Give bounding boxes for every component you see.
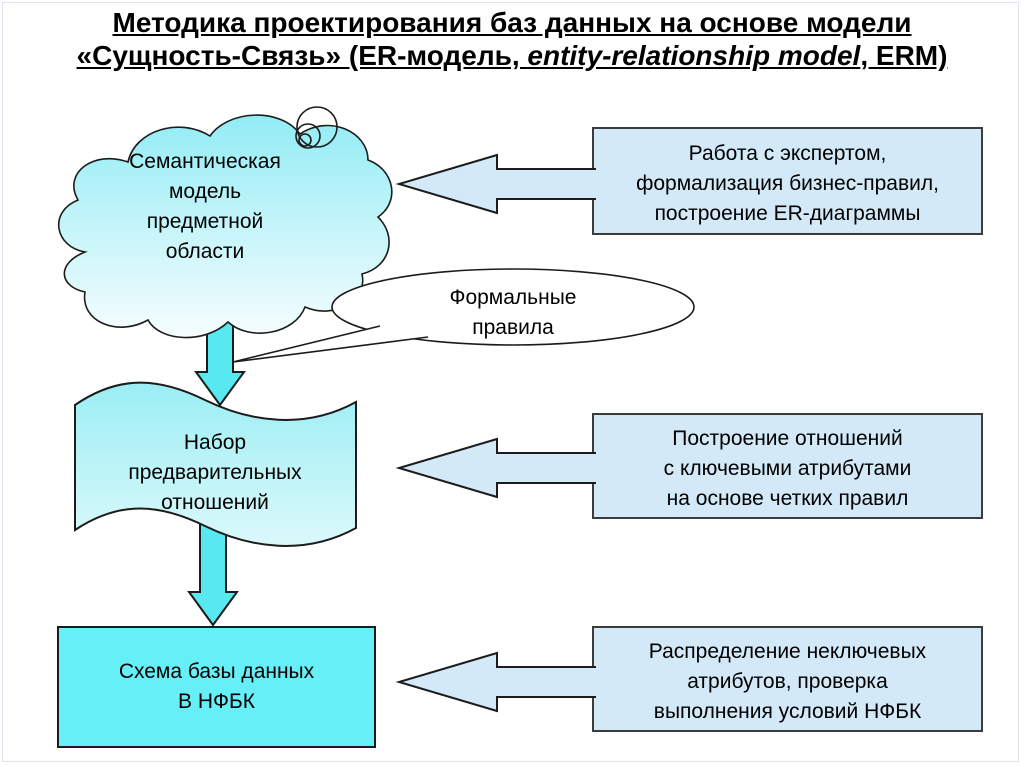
step-1-label: Работа с экспертом, формализация бизнес-… xyxy=(593,128,982,234)
cloud-swirl-icon xyxy=(295,106,338,149)
flag-label-line: предварительных xyxy=(128,461,302,484)
step-1-label-line: Работа с экспертом, xyxy=(688,142,887,165)
step-3-arrow-icon xyxy=(395,651,596,713)
cloud-shape xyxy=(58,114,393,339)
step-2-label-line: с ключевыми атрибутами xyxy=(663,457,912,480)
cloud-label-line: предметной xyxy=(146,210,264,233)
step-2-box xyxy=(592,413,983,519)
step-3-label-line: атрибутов, проверка xyxy=(687,670,888,693)
schema-box-label-line: В НФБК xyxy=(178,690,255,713)
slide-title-text-3: , ERM) xyxy=(860,40,948,71)
cloud-label-line: Семантическая xyxy=(129,150,281,173)
bubble-label-line: правила xyxy=(472,316,554,339)
cloud-label-line: области xyxy=(165,240,245,263)
step-2-arrow-icon xyxy=(395,437,596,499)
down-arrow-2-icon xyxy=(187,510,239,627)
slide-title-text-1: Методика проектирования баз данных на ос… xyxy=(112,7,912,38)
speech-bubble-tail xyxy=(232,325,429,363)
schema-box-shape xyxy=(57,626,376,748)
step-3-label: Распределение неключевых атрибутов, пров… xyxy=(593,627,982,731)
cloud-label-line: модель xyxy=(168,180,242,203)
step-2-label-line: на основе четких правил xyxy=(666,487,909,510)
slide-title-text-2: «Сущность-Связь» (ER-модель, xyxy=(76,40,528,71)
cloud-label: Семантическая модель предметной области xyxy=(70,147,340,267)
step-2-label: Построение отношений с ключевыми атрибут… xyxy=(593,414,982,518)
schema-box-label: Схема базы данных В НФБК xyxy=(58,657,375,717)
step-2-label-line: Построение отношений xyxy=(672,427,903,450)
step-3-label-line: Распределение неключевых xyxy=(648,640,927,663)
step-1-box xyxy=(592,127,983,235)
bubble-label-line: Формальные xyxy=(449,286,577,309)
flag-label: Набор предварительных отношений xyxy=(73,428,357,518)
title-italic-segment: entity-relationship model xyxy=(527,40,861,71)
step-1-label-line: формализация бизнес-правил, xyxy=(636,172,939,195)
step-1-label-line: построение ER-диаграммы xyxy=(654,202,921,225)
schema-box-label-line: Схема базы данных xyxy=(118,660,315,683)
speech-bubble-shape xyxy=(331,268,695,346)
flag-shape xyxy=(74,381,357,547)
slide-title-line-2: «Сущность-Связь» (ER-модель, entity-rela… xyxy=(10,39,1014,72)
step-3-box xyxy=(592,626,983,732)
flag-label-line: отношений xyxy=(161,491,269,514)
step-3-label-line: выполнения условий НФБК xyxy=(653,700,922,723)
slide-title-line-1: Методика проектирования баз данных на ос… xyxy=(10,6,1014,39)
slide-title: Методика проектирования баз данных на ос… xyxy=(10,6,1014,72)
flag-label-line: Набор xyxy=(183,431,247,454)
bubble-label: Формальные правила xyxy=(398,283,628,343)
step-1-arrow-icon xyxy=(395,153,596,215)
